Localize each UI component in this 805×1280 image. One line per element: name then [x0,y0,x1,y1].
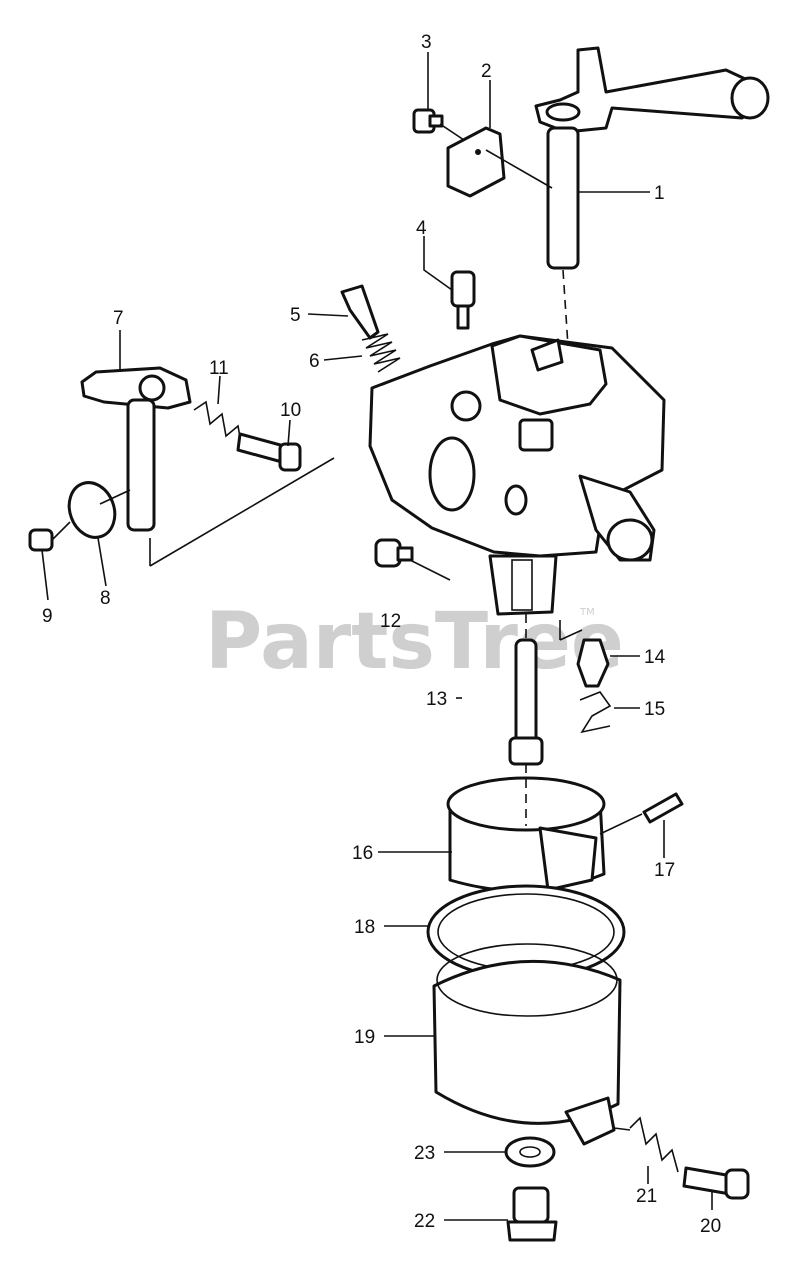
throttle-plate [446,126,506,198]
float-bowl [432,943,622,1146]
callout-12: 12 [380,611,401,632]
callout-3: 3 [421,32,432,53]
body-plug-screw [374,538,414,568]
callout-11: 11 [209,358,229,379]
main-nozzle [508,638,544,766]
bowl-nut [506,1186,558,1242]
callout-10: 10 [280,400,301,421]
callout-6: 6 [309,351,320,372]
throttle-stop-screw [236,432,302,472]
float-needle [576,638,610,688]
plate-hole [475,149,481,155]
callout-22: 22 [414,1211,435,1232]
bowl-drain-spring [629,1116,679,1173]
pilot-jet-plug [450,270,476,330]
callout-7: 7 [113,308,124,329]
callout-9: 9 [42,606,53,627]
callout-15: 15 [644,699,665,720]
callout-16: 16 [352,843,373,864]
throttle-plate-screw [412,108,444,134]
float-pin [642,792,684,824]
callout-19: 19 [354,1027,375,1048]
needle-clip [579,691,612,734]
choke-plate-screw [28,528,54,552]
callout-20: 20 [700,1216,721,1237]
idle-screw [340,284,380,340]
bowl-nut-washer [504,1136,556,1168]
callout-14: 14 [644,647,666,668]
callout-17: 17 [654,860,675,881]
throttle-shaft-lever [534,46,770,270]
callout-leaders [41,52,713,1221]
assembly-lines [51,123,643,1131]
callout-4: 4 [416,218,427,239]
watermark: PartsTree [205,597,624,687]
choke-shaft-lever [80,366,192,532]
callout-5: 5 [290,305,301,326]
callout-8: 8 [100,588,111,609]
bowl-drain-screw [682,1166,750,1200]
washer-hole [519,1146,541,1158]
callout-21: 21 [636,1186,657,1207]
throttle-stop-spring [193,400,243,449]
callout-1: 1 [654,183,665,204]
carburetor-body [368,334,666,616]
watermark-trademark: TM [579,607,595,618]
callout-labels: 1 2 3 4 5 6 7 8 9 10 11 12 13 14 15 16 1… [42,32,721,1237]
callout-2: 2 [481,61,492,82]
callout-18: 18 [354,917,375,938]
callout-13: 13 [426,689,447,710]
idle-screw-spring [361,333,401,373]
callout-23: 23 [414,1143,435,1164]
choke-plate [67,481,117,539]
